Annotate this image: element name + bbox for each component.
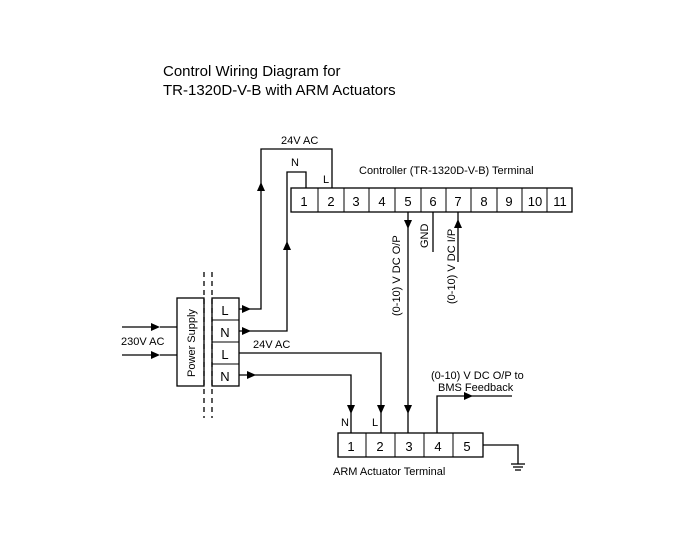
- controller-terminal-2: 2: [327, 194, 334, 209]
- actuator-pin-n-label: N: [341, 417, 349, 429]
- title-line-1: Control Wiring Diagram for: [163, 63, 341, 80]
- controller-terminal-10: 10: [528, 194, 542, 209]
- power-supply-box: [176, 297, 205, 387]
- actuator-terminal-2: 2: [376, 439, 383, 454]
- controller-terminal-9: 9: [505, 194, 512, 209]
- supply-mid-label: 24V AC: [253, 339, 290, 351]
- controller-gnd-label: GND: [419, 224, 431, 249]
- controller-terminal-7: 7: [454, 194, 461, 209]
- controller-terminal-8: 8: [480, 194, 487, 209]
- actuator-terminal-1: 1: [347, 439, 354, 454]
- controller-terminal-block: 1 2 3 4 5 6 7 8 9 10 11: [290, 187, 573, 213]
- controller-terminal-3: 3: [352, 194, 359, 209]
- supply-top-label: 24V AC: [281, 135, 318, 147]
- feedback-label-line-2: BMS Feedback: [438, 382, 514, 394]
- controller-terminal-4: 4: [378, 194, 385, 209]
- controller-pin-n-label: N: [291, 157, 299, 169]
- power-supply-name: Power Supply: [186, 309, 198, 377]
- actuator-label: ARM Actuator Terminal: [333, 466, 445, 478]
- wire-l-to-controller: [239, 148, 333, 313]
- wire-feedback: [436, 392, 512, 433]
- wire-signal-out: [404, 212, 412, 433]
- actuator-terminal-block: 1 2 3 4 5: [337, 432, 484, 458]
- ground-icon: [483, 444, 525, 471]
- feedback-label-line-1: (0-10) V DC O/P to: [431, 370, 524, 382]
- controller-terminal-11: 11: [553, 194, 567, 209]
- actuator-terminal-4: 4: [434, 439, 441, 454]
- input-wires-230v: [122, 323, 177, 359]
- supply-terminal-n2: N: [220, 369, 229, 384]
- actuator-pin-l-label: L: [372, 417, 378, 429]
- controller-terminal-1: 1: [300, 194, 307, 209]
- wire-n-to-actuator: [239, 371, 355, 433]
- supply-terminal-n1: N: [220, 325, 229, 340]
- supply-terminal-l1: L: [221, 303, 228, 318]
- supply-terminal-l2: L: [221, 347, 228, 362]
- controller-terminal-6: 6: [429, 194, 436, 209]
- supply-input-label: 230V AC: [121, 336, 164, 348]
- wire-signal-in: [454, 212, 462, 262]
- wire-n-to-controller: [239, 171, 307, 335]
- controller-pin-l-label: L: [323, 174, 329, 186]
- controller-block-outline: [290, 187, 573, 213]
- controller-label: Controller (TR-1320D-V-B) Terminal: [359, 165, 534, 177]
- controller-signal-out-label: (0-10) V DC O/P: [391, 235, 403, 316]
- controller-terminal-5: 5: [404, 194, 411, 209]
- actuator-terminal-3: 3: [405, 439, 412, 454]
- power-supply: Power Supply L N L N: [176, 272, 240, 418]
- title-line-2: TR-1320D-V-B with ARM Actuators: [163, 82, 396, 99]
- wire-l-to-actuator: [239, 352, 385, 433]
- actuator-terminal-5: 5: [463, 439, 470, 454]
- controller-signal-in-label: (0-10) V DC I/P: [446, 229, 458, 304]
